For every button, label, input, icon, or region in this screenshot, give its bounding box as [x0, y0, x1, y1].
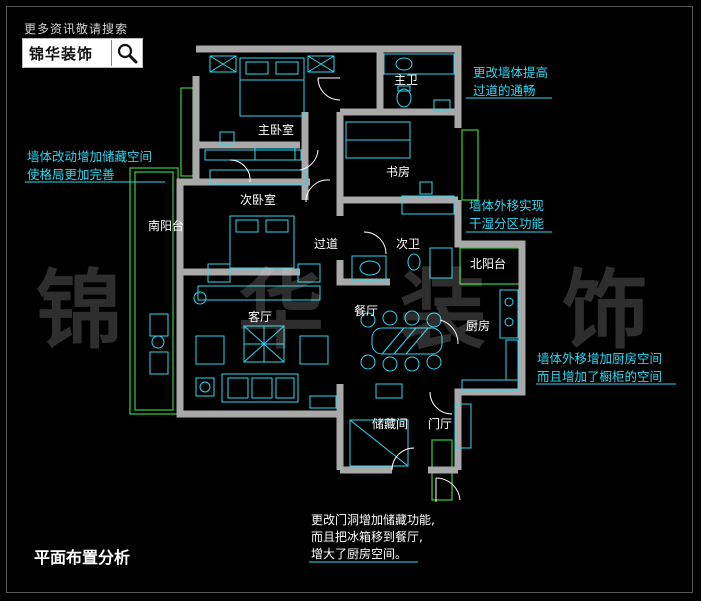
doors: [229, 77, 461, 502]
room-label-dining-room: 餐厅: [354, 304, 379, 318]
annotation-line: 墙体外移实现: [469, 198, 545, 213]
annotation-storage-wall: 墙体改动增加储藏空间 使格局更加完善: [27, 148, 152, 184]
drawing-title: 平面布置分析: [34, 548, 131, 567]
room-label-second-bath: 次卫: [396, 237, 421, 251]
annotation-line: 更改门洞增加储藏功能,: [311, 513, 435, 527]
dining-furniture: [360, 310, 443, 399]
walls: [176, 45, 526, 474]
room-label-study: 书房: [386, 165, 411, 179]
master-bath-fixtures: [383, 53, 455, 111]
room-label-north-balcony: 北阳台: [470, 257, 507, 271]
room-label-storage: 储藏间: [372, 417, 409, 431]
annotation-line: 使格局更加完善: [27, 167, 115, 182]
room-label-hallway: 过道: [314, 237, 339, 251]
annotation-line: 增大了厨房空间。: [311, 547, 408, 561]
room-label-kitchen: 厨房: [466, 319, 491, 333]
room-label-master-bedroom: 主卧室: [258, 123, 295, 137]
annotation-line: 而且把冰箱移到餐厅,: [311, 530, 423, 544]
master-bedroom-furniture: [204, 55, 335, 161]
brand-tagline: 更多资讯敬请搜索: [24, 22, 129, 36]
balcony-outlines: [129, 87, 523, 501]
annotation-line: 墙体改动增加储藏空间: [27, 149, 153, 164]
brand-name: 锦华装饰: [29, 44, 94, 63]
kitchen-fixtures: [461, 289, 519, 391]
annotation-line: 而且增加了橱柜的空间: [537, 369, 663, 384]
room-label-south-balcony: 南阳台: [148, 219, 185, 233]
watermark-char-4: 饰: [562, 260, 648, 361]
watermark-char-1: 锦: [36, 260, 122, 361]
room-label-master-bath: 主卫: [394, 73, 419, 87]
annotation-line: 过道的通畅: [473, 83, 536, 98]
image-frame: [6, 6, 693, 593]
second-bedroom-furniture: [207, 169, 321, 283]
annotation-kitchen-wall: 墙体外移增加厨房空间 而且增加了橱柜的空间: [537, 350, 662, 386]
living-room-furniture: [149, 285, 337, 409]
annotation-corridor: 更改墙体提高 过道的通畅: [473, 64, 548, 100]
watermark-char-2: 华: [238, 260, 324, 361]
annotation-line: 干湿分区功能: [469, 216, 545, 231]
annotation-leaders: [25, 97, 676, 563]
room-label-living-room: 客厅: [248, 310, 273, 324]
room-label-entrance: 门厅: [428, 417, 453, 431]
second-bath-fixtures: [351, 247, 453, 281]
annotation-bath-wall: 墙体外移实现 干湿分区功能: [469, 197, 544, 233]
study-furniture: [345, 121, 455, 215]
brand-logo: 锦华装饰: [22, 38, 143, 68]
storage-fixtures: [349, 403, 472, 467]
watermark-char-3: 装: [400, 260, 486, 361]
magnifier-icon: [111, 40, 142, 66]
annotation-line: 更改墙体提高: [473, 65, 549, 80]
room-label-second-bedroom: 次卧室: [240, 193, 277, 207]
annotation-line: 墙体外移增加厨房空间: [537, 351, 663, 366]
annotation-doorway: 更改门洞增加储藏功能, 而且把冰箱移到餐厅, 增大了厨房空间。: [311, 512, 435, 563]
